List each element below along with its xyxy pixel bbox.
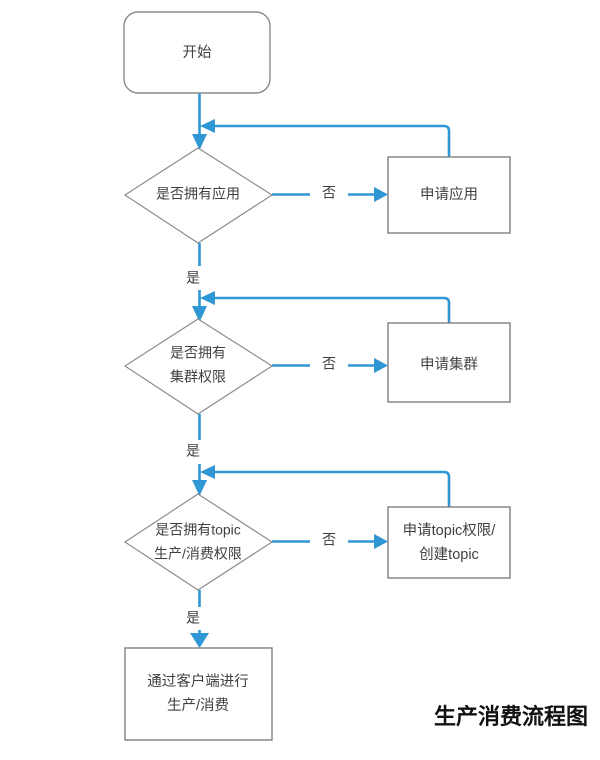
node-start[interactable]: 开始 [123, 11, 271, 94]
diagram-title: 生产消费流程图 [434, 704, 588, 729]
node-action-topic-label-line2: 创建topic [419, 546, 479, 563]
node-action-app[interactable]: 申请应用 [387, 156, 511, 234]
edge-action-cluster-loopback [200, 291, 451, 325]
edge-decision-topic-yes [190, 590, 209, 648]
node-decision-topic-label-line2: 生产/消费权限 [154, 546, 242, 562]
edge-label-no-cluster: 否 [322, 356, 336, 372]
edge-label-yes-topic: 是 [186, 610, 200, 626]
node-end-label-line2: 生产/消费 [167, 697, 229, 714]
edge-decision-cluster-no [272, 358, 388, 373]
edge-decision-cluster-yes [192, 414, 207, 496]
node-decision-topic[interactable]: 是否拥有topic 生产/消费权限 [123, 493, 274, 591]
node-action-cluster-label: 申请集群 [420, 356, 478, 373]
node-start-label: 开始 [183, 44, 212, 61]
node-decision-cluster[interactable]: 是否拥有 集群权限 [123, 318, 274, 415]
edge-label-yes-cluster: 是 [186, 443, 200, 459]
node-end-label-line1: 通过客户端进行 [147, 673, 249, 690]
edge-decision-app-yes [192, 243, 207, 322]
edge-label-yes-app: 是 [186, 270, 200, 286]
node-decision-cluster-label-line1: 是否拥有 [170, 345, 226, 361]
edge-action-app-loopback [200, 119, 451, 159]
edge-label-no-app: 否 [322, 185, 336, 201]
edge-decision-app-no [272, 187, 388, 202]
node-action-cluster[interactable]: 申请集群 [387, 322, 511, 403]
edge-decision-topic-no [272, 534, 388, 549]
node-decision-app[interactable]: 是否拥有应用 [123, 147, 274, 244]
edge-label-no-topic: 否 [322, 532, 336, 548]
node-action-topic[interactable]: 申请topic权限/ 创建topic [387, 506, 511, 579]
edge-start-to-decision-app [192, 93, 207, 150]
node-decision-topic-label-line1: 是否拥有topic [155, 522, 241, 538]
node-action-app-label: 申请应用 [420, 185, 478, 203]
node-decision-app-label: 是否拥有应用 [156, 186, 240, 202]
node-end[interactable]: 通过客户端进行 生产/消费 [124, 647, 273, 741]
node-decision-cluster-label-line2: 集群权限 [170, 369, 226, 385]
edge-action-topic-loopback [200, 465, 451, 509]
node-action-topic-label-line1: 申请topic权限/ [403, 522, 497, 539]
